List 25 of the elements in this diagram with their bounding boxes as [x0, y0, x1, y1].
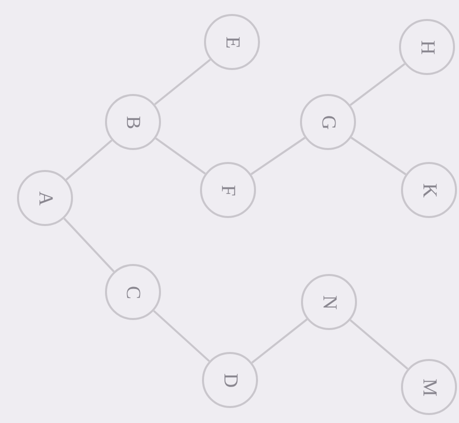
node-label: B	[122, 115, 144, 129]
graph-node-circle	[17, 170, 73, 226]
node-label: C	[122, 285, 144, 299]
node-label: G	[316, 114, 340, 130]
node-label: F	[216, 184, 240, 196]
node-label: N	[318, 294, 340, 310]
node-label: K	[418, 182, 440, 198]
node-label: D	[218, 372, 242, 388]
graph-node-circle	[105, 94, 161, 150]
node-label: M	[418, 378, 440, 396]
graph-node-circle	[202, 352, 258, 408]
connector-line	[250, 136, 306, 176]
connector-line	[350, 136, 406, 176]
node-label: E	[220, 36, 244, 48]
connector-line	[155, 137, 206, 175]
connector-line	[63, 218, 115, 272]
node-label: A	[34, 190, 56, 206]
connector-line	[350, 63, 406, 106]
connector-line	[251, 318, 308, 364]
connector-line	[66, 140, 112, 180]
connector-line	[153, 310, 210, 362]
node-label: H	[416, 40, 438, 54]
graph-node-circle	[105, 264, 161, 320]
connector-line	[154, 58, 211, 106]
connector-line	[350, 319, 408, 370]
